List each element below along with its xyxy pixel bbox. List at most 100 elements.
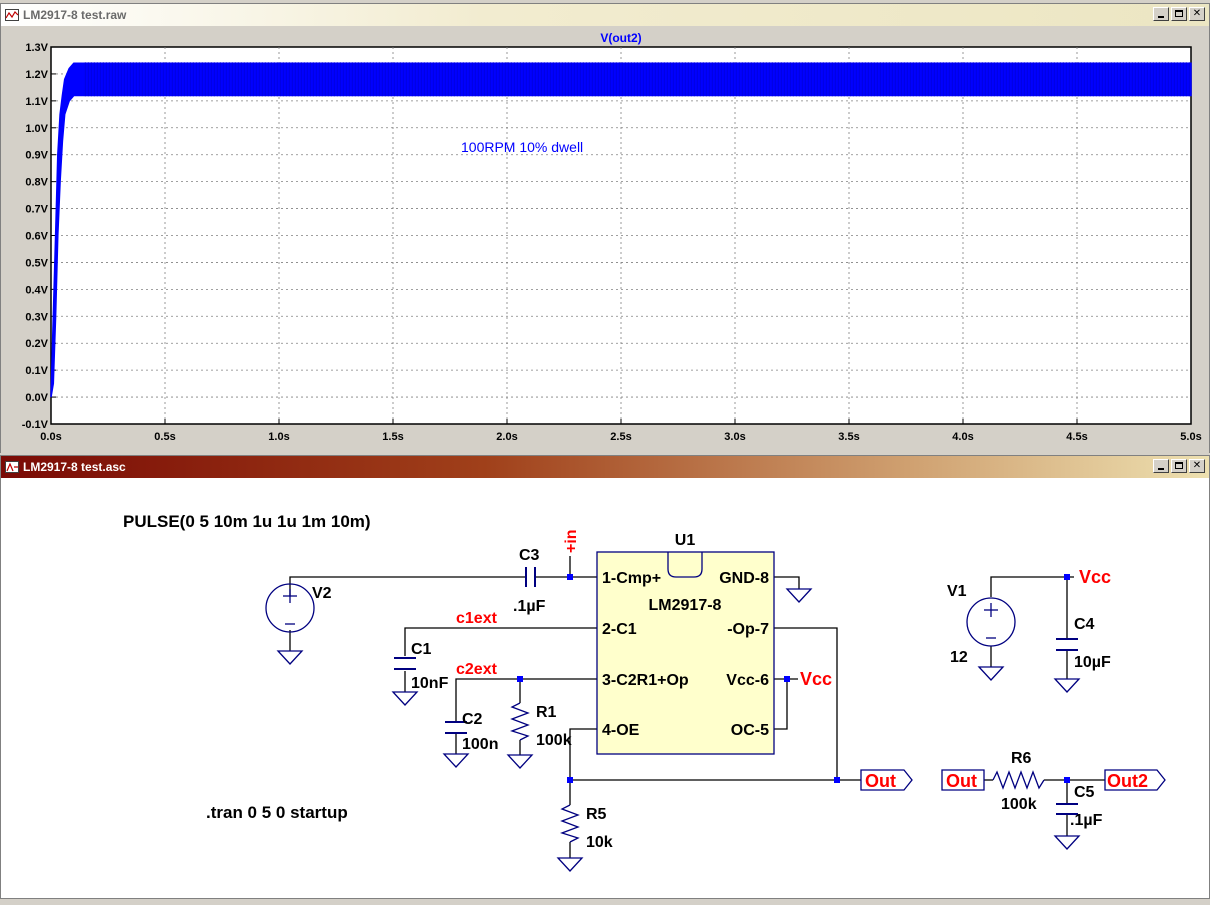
- capacitor-symbols: [394, 567, 1078, 815]
- v1-ref: V1: [947, 583, 967, 600]
- close-button[interactable]: ✕: [1189, 459, 1205, 473]
- minimize-icon: [1158, 468, 1164, 470]
- schematic-window-title: LM2917-8 test.asc: [23, 460, 126, 474]
- x-tick-label: 1.5s: [382, 431, 403, 443]
- minimize-button[interactable]: [1153, 7, 1169, 21]
- v1-source-symbol[interactable]: [966, 597, 1016, 647]
- y-tick-label: -0.1V: [22, 419, 49, 431]
- x-tick-label: 1.0s: [268, 431, 289, 443]
- maximize-icon: [1175, 10, 1183, 17]
- c2-ref: C2: [462, 711, 483, 728]
- c1-symbol[interactable]: [394, 657, 416, 670]
- schematic-icon: [5, 461, 19, 473]
- x-tick-label: 5.0s: [1180, 431, 1201, 443]
- plot-window-controls: ✕: [1153, 7, 1205, 21]
- r5-symbol[interactable]: [559, 804, 580, 843]
- schematic-canvas[interactable]: U1 LM2917-8 1-Cmp+ 2-C1 3-C2R1+Op 4-OE G…: [1, 478, 1209, 898]
- x-tick-label: 4.5s: [1066, 431, 1087, 443]
- net-out-label: Out: [865, 771, 896, 791]
- c5-symbol[interactable]: [1056, 803, 1078, 815]
- ground-icon: [1053, 678, 1081, 693]
- maximize-button[interactable]: [1171, 7, 1187, 21]
- tran-directive[interactable]: .tran 0 5 0 startup: [206, 803, 348, 822]
- grid: [51, 47, 1191, 424]
- u1-ref: U1: [675, 532, 696, 549]
- u1-symbol[interactable]: [596, 551, 775, 755]
- u1-pin6: Vcc-6: [726, 672, 769, 689]
- u1-pin3: 3-C2R1+Op: [602, 672, 689, 689]
- c2-symbol[interactable]: [445, 721, 467, 734]
- y-tick-label: 1.2V: [25, 69, 48, 81]
- y-tick-label: 0.7V: [25, 204, 48, 216]
- c2-value: 100n: [462, 736, 498, 753]
- close-button[interactable]: ✕: [1189, 7, 1205, 21]
- x-tick-label: 4.0s: [952, 431, 973, 443]
- pulse-directive[interactable]: PULSE(0 5 10m 1u 1u 1m 10m): [123, 512, 371, 531]
- r1-symbol[interactable]: [509, 702, 530, 741]
- c4-ref: C4: [1074, 616, 1095, 633]
- y-tick-label: 0.5V: [25, 257, 48, 269]
- x-tick-label: 0.0s: [40, 431, 61, 443]
- u1-pin1: 1-Cmp+: [602, 570, 661, 587]
- net-vcc-u1-label: Vcc: [800, 669, 832, 689]
- u1-pin4: 4-OE: [602, 722, 640, 739]
- maximize-icon: [1175, 462, 1183, 469]
- c5-value: .1µF: [1070, 812, 1103, 829]
- maximize-button[interactable]: [1171, 459, 1187, 473]
- y-tick-label: 0.3V: [25, 311, 48, 323]
- out2-port-flag[interactable]: [1104, 769, 1166, 791]
- net-c2ext-label: c2ext: [456, 661, 498, 678]
- y-tick-label: 0.1V: [25, 365, 48, 377]
- v2-ref: V2: [312, 585, 332, 602]
- schematic-window-controls: ✕: [1153, 459, 1205, 473]
- schematic-window-titlebar[interactable]: LM2917-8 test.asc ✕: [1, 456, 1209, 478]
- x-tick-label: 3.5s: [838, 431, 859, 443]
- out-input-flag[interactable]: [941, 769, 985, 791]
- trace: [50, 62, 1192, 398]
- port-flags: [860, 769, 1166, 791]
- x-tick-label: 0.5s: [154, 431, 175, 443]
- net-c1ext-label: c1ext: [456, 610, 498, 627]
- y-tick-label: 1.0V: [25, 123, 48, 135]
- ground-icon: [442, 753, 470, 768]
- schematic-drawing[interactable]: U1 LM2917-8 1-Cmp+ 2-C1 3-C2R1+Op 4-OE G…: [1, 478, 1209, 898]
- c3-symbol[interactable]: [525, 567, 536, 587]
- out-port-flag[interactable]: [860, 769, 913, 791]
- r6-ref: R6: [1011, 750, 1032, 767]
- ground-icon: [506, 754, 534, 769]
- ground-icon: [785, 588, 813, 603]
- y-tick-label: 0.2V: [25, 338, 48, 350]
- minimize-button[interactable]: [1153, 459, 1169, 473]
- x-tick-label: 2.5s: [610, 431, 631, 443]
- y-axis: 1.3V1.2V1.1V1.0V0.9V0.8V0.7V0.6V0.5V0.4V…: [22, 42, 56, 431]
- y-tick-label: 0.9V: [25, 150, 48, 162]
- ground-icon: [977, 666, 1005, 681]
- y-tick-label: 1.1V: [25, 96, 48, 108]
- y-tick-label: 1.3V: [25, 42, 48, 54]
- u1-part: LM2917-8: [649, 597, 722, 614]
- c5-ref: C5: [1074, 784, 1095, 801]
- c3-ref: C3: [519, 547, 540, 564]
- net-vcc-v1-label: Vcc: [1079, 567, 1111, 587]
- r6-symbol[interactable]: [992, 770, 1045, 790]
- x-axis: 0.0s 0.5s 1.0s 1.5s 2.0s 2.5s 3.0s 3.5s 4.0s 4.5s…: [40, 419, 1202, 443]
- v2-source-symbol[interactable]: [265, 583, 315, 633]
- u1-pin8: GND-8: [719, 570, 769, 587]
- ground-icon: [391, 691, 419, 706]
- u1-pin2: 2-C1: [602, 621, 637, 638]
- plot-window: LM2917-8 test.raw ✕ 1.3V 1.2V 1.1V 1.0V 0.9V…: [0, 3, 1210, 454]
- c4-symbol[interactable]: [1056, 638, 1078, 651]
- y-tick-label: 0.0V: [25, 392, 48, 404]
- plot-window-titlebar[interactable]: LM2917-8 test.raw ✕: [1, 4, 1209, 26]
- resistor-symbols: [509, 702, 1045, 843]
- ground-icon: [556, 857, 584, 872]
- schematic-window: LM2917-8 test.asc ✕: [0, 455, 1210, 899]
- ground-icon: [1053, 835, 1081, 850]
- y-tick-label: 0.6V: [25, 231, 48, 243]
- waveform-chart[interactable]: 1.3V1.2V1.1V1.0V0.9V0.8V0.7V0.6V0.5V0.4V…: [1, 26, 1209, 454]
- trace-label[interactable]: V(out2): [600, 31, 641, 45]
- trace-envelope: [50, 62, 1192, 398]
- x-tick-label: 3.0s: [724, 431, 745, 443]
- x-tick-label: 2.0s: [496, 431, 517, 443]
- c3-value: .1µF: [513, 598, 546, 615]
